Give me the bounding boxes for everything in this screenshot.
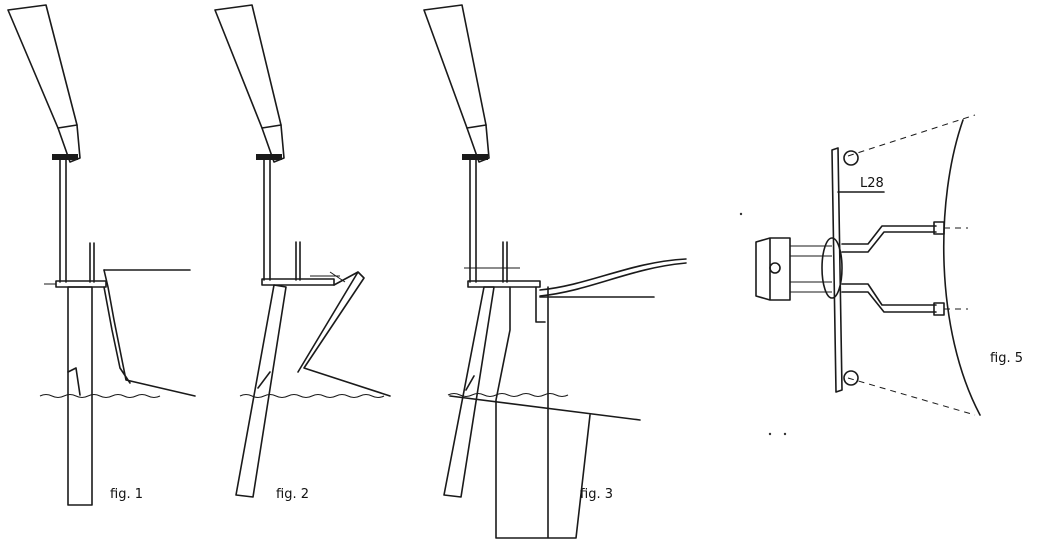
fig1-transom <box>103 269 196 397</box>
fig3-crossbar <box>467 280 541 288</box>
figure-5 <box>739 114 981 436</box>
fig2-label: fig. 2 <box>276 487 309 502</box>
fig3-label: fig. 3 <box>580 487 613 502</box>
fig2-rudder-blade <box>235 284 287 498</box>
fig5-arm-upper <box>841 225 937 253</box>
fig5-roller-top <box>843 150 859 166</box>
fig1-crossbar <box>55 280 107 288</box>
fig2-waterline <box>239 394 385 398</box>
fig1-clamp <box>52 154 78 160</box>
fig5-part-label: L28 <box>860 176 884 191</box>
fig5-hub <box>821 237 843 299</box>
fig3-hull <box>495 286 591 539</box>
figure-2 <box>214 4 391 498</box>
fig5-hull-curve <box>942 119 981 416</box>
fig1-wind-vane <box>7 4 81 163</box>
fig1-rudder-blade <box>67 286 93 506</box>
fig2-transom <box>297 271 391 397</box>
figure-3 <box>423 4 687 539</box>
fig5-label: fig. 5 <box>990 351 1023 366</box>
fig5-dashed-lower <box>847 377 976 416</box>
fig2-wind-vane <box>214 4 285 163</box>
fig5-roller-bottom <box>843 370 859 386</box>
fig2-crossbar <box>261 278 335 286</box>
fig5-dashed-upper <box>847 114 976 157</box>
fig1-waterline <box>39 394 161 398</box>
figure-1 <box>7 4 196 506</box>
fig5-arm-lower <box>841 283 937 313</box>
fig3-rudder-blade <box>443 286 495 498</box>
fig1-label: fig. 1 <box>110 487 143 502</box>
fig3-tiller <box>539 258 687 297</box>
fig5-mounting-plate <box>831 147 843 393</box>
fig3-waterline <box>447 393 569 397</box>
fig3-wind-vane <box>423 4 490 163</box>
fig5-motor-housing <box>755 237 791 301</box>
